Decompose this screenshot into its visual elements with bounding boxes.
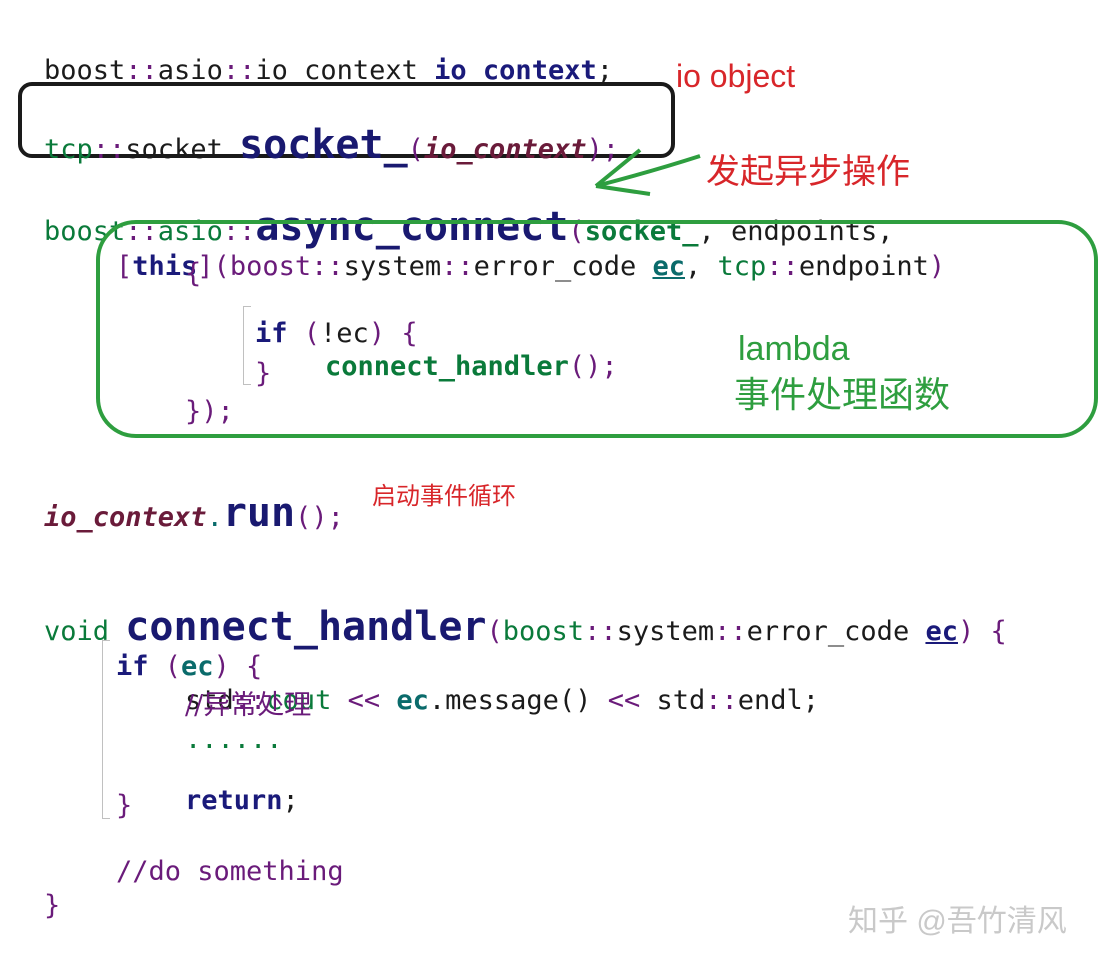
code-token: (); xyxy=(568,351,618,382)
code-token: boost xyxy=(44,55,126,86)
code-token: :: xyxy=(714,616,747,647)
code-token: endl; xyxy=(737,685,820,716)
code-line-1: boost::asio::io_context io_context; xyxy=(44,30,613,84)
code-token: ec xyxy=(652,251,685,282)
indent-guide-tick xyxy=(243,384,251,385)
lambda-box xyxy=(96,220,1098,438)
code-token: io_context xyxy=(44,502,207,533)
code-token: run xyxy=(222,490,296,536)
code-token: ( xyxy=(486,616,503,647)
code-token: ( xyxy=(407,134,424,165)
code-token: :: xyxy=(311,251,344,282)
code-token: ) { xyxy=(957,616,1007,647)
code-token: ec xyxy=(396,685,429,716)
code-token: cout xyxy=(266,685,332,716)
code-token: connect_handler xyxy=(325,351,569,382)
code-line-17: } xyxy=(116,790,133,821)
code-token: tcp xyxy=(44,134,93,165)
io-object-box xyxy=(18,82,675,158)
code-token: ; xyxy=(282,785,299,816)
io-object-annotation: io object xyxy=(676,58,796,94)
code-line-16: return; xyxy=(185,760,299,814)
code-line-8: } xyxy=(255,358,272,389)
indent-guide xyxy=(243,306,244,384)
code-line-19: } xyxy=(44,890,61,921)
code-token: system xyxy=(343,251,442,282)
code-line-6: if (!ec) { xyxy=(255,293,418,347)
code-token: :: xyxy=(441,251,474,282)
code-token: , xyxy=(685,251,718,282)
code-token: << xyxy=(331,685,397,716)
code-token: boost xyxy=(229,251,312,282)
code-token: async_connect xyxy=(255,204,569,250)
code-token: asio xyxy=(157,55,223,86)
watermark: 知乎 @吾竹清风 xyxy=(848,905,1067,938)
code-token: socket_ xyxy=(239,122,408,168)
code-token: tcp xyxy=(717,251,767,282)
code-line-11: void connect_handler(boost::system::erro… xyxy=(44,580,1007,647)
code-token: ]( xyxy=(197,251,230,282)
code-token: [ xyxy=(116,251,133,282)
code-token: ec xyxy=(181,651,214,682)
code-token: endpoint xyxy=(798,251,929,282)
code-line-5: { xyxy=(185,258,202,289)
code-token: system xyxy=(616,616,715,647)
code-token: std xyxy=(185,685,234,716)
code-line-18-comment: //do something xyxy=(116,856,344,887)
code-line-15: ...... xyxy=(185,724,283,755)
indent-guide-tick xyxy=(102,640,110,641)
code-token: io_context xyxy=(423,134,587,165)
lambda-handler-annotation: 事件处理函数 xyxy=(734,374,951,415)
code-token: if xyxy=(116,651,149,682)
code-line-13: std::cout << ec.message() << std::endl; xyxy=(185,660,819,714)
code-token: :: xyxy=(233,685,267,716)
indent-guide-tick xyxy=(102,818,110,819)
code-token: io_context xyxy=(434,55,597,86)
code-token: connect_handler xyxy=(125,604,487,650)
code-token: if xyxy=(255,318,288,349)
code-token: ) xyxy=(928,251,946,282)
code-token: ec xyxy=(336,318,369,349)
indent-guide-tick xyxy=(243,306,251,307)
code-token: socket xyxy=(125,134,240,165)
code-line-14-comment: //异常处理 xyxy=(185,690,312,721)
code-token: ( xyxy=(148,651,182,682)
code-line-9: }); xyxy=(185,396,234,427)
code-token: std xyxy=(656,685,706,716)
lambda-annotation: lambda xyxy=(738,330,850,368)
async-start-annotation: 发起异步操作 xyxy=(706,153,910,191)
code-token: ( xyxy=(568,216,585,247)
code-token: ! xyxy=(320,318,337,349)
code-token: :: xyxy=(92,134,126,165)
code-token: ); xyxy=(586,134,620,165)
code-token: ( xyxy=(287,318,321,349)
code-token: error_code xyxy=(746,616,926,647)
code-token: :: xyxy=(222,55,256,86)
code-token: void xyxy=(44,616,126,647)
code-token: error_code xyxy=(473,251,653,282)
code-token: ) { xyxy=(213,651,263,682)
code-token: :: xyxy=(584,616,617,647)
code-token: . xyxy=(206,502,223,533)
code-line-4: [this](boost::system::error_code ec, tcp… xyxy=(116,226,945,280)
run-annotation: 启动事件循环 xyxy=(372,483,516,510)
code-token: ; xyxy=(596,55,613,86)
indent-guide xyxy=(102,640,103,818)
code-token: io_context xyxy=(255,55,435,86)
code-token: :: xyxy=(125,55,158,86)
code-token: this xyxy=(132,251,198,282)
code-line-12: if (ec) { xyxy=(116,626,262,680)
code-token: boost xyxy=(502,616,585,647)
code-token: :: xyxy=(705,685,738,716)
code-line-7: connect_handler(); xyxy=(325,326,618,380)
code-line-2: tcp::socket socket_(io_context); xyxy=(44,98,619,165)
code-token: << xyxy=(607,685,657,716)
code-token: return xyxy=(185,785,283,816)
code-line-10: io_context.run(); xyxy=(44,466,344,533)
code-token: ) { xyxy=(368,318,418,349)
code-token: (); xyxy=(295,502,344,533)
code-token: :: xyxy=(766,251,799,282)
code-token: .message() xyxy=(428,685,608,716)
code-token: ec xyxy=(925,616,958,647)
